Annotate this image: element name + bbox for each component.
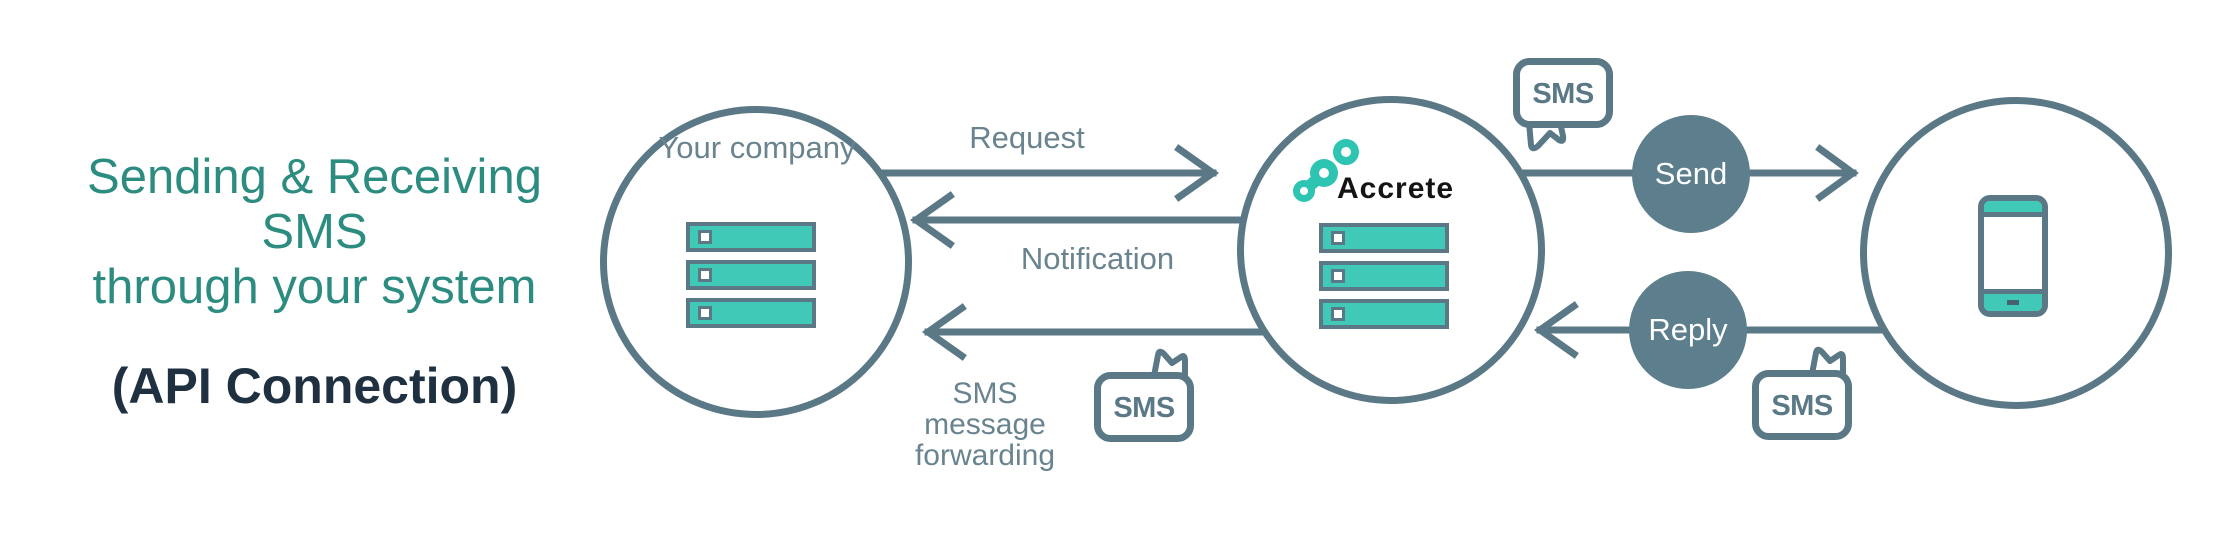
title-line-3: through your system [92, 260, 537, 314]
send-badge: Send [1632, 115, 1750, 233]
title-block: Sending & Receiving SMS through your sys… [22, 150, 607, 413]
sms-forwarding-label: SMS message forwarding [885, 378, 1085, 471]
server-bar [686, 260, 816, 290]
accrete-brand: Accrete [1337, 172, 1455, 205]
server-bar [1319, 261, 1449, 291]
server-bar [686, 222, 816, 252]
smartphone-home-button [2007, 300, 2019, 305]
smartphone-bottom-bar [1984, 289, 2042, 311]
server-led [1331, 269, 1345, 283]
server-bar [1319, 223, 1449, 253]
notification-arrow [909, 191, 1247, 249]
sms-forwarding-label-line: forwarding [914, 439, 1056, 472]
company-label: Your company [658, 130, 856, 165]
server-led [1331, 307, 1345, 321]
request-arrow [880, 144, 1220, 202]
smartphone-speaker-bar [1984, 201, 2042, 217]
notification-label: Notification [1020, 241, 1175, 276]
accrete-logo-icon [1293, 139, 1359, 202]
sms-bubble-icon-reply: SMS [1752, 346, 1852, 440]
subtitle: (API Connection) [111, 358, 518, 414]
reply-badge: Reply [1629, 271, 1747, 389]
server-bar [1319, 299, 1449, 329]
server-led [698, 230, 712, 244]
title-line-1: Sending & Receiving [87, 150, 542, 204]
sms-bubble-label: SMS [1771, 390, 1833, 422]
sms-bubble-icon-forwarding: SMS [1094, 348, 1194, 442]
sms-bubble-label: SMS [1532, 78, 1594, 110]
smartphone-icon [1978, 195, 2048, 317]
server-led [1331, 231, 1345, 245]
server-led [698, 306, 712, 320]
sms-forwarding-label-line: message [924, 408, 1046, 441]
server-stack-icon [686, 222, 816, 328]
server-led [698, 268, 712, 282]
sms-bubble-label: SMS [1113, 392, 1175, 424]
request-label: Request [969, 120, 1085, 155]
title-line-2: SMS [261, 205, 368, 259]
sms-bubble-icon-top: SMS [1513, 58, 1613, 152]
server-bar [686, 298, 816, 328]
smartphone-screen [1984, 217, 2042, 289]
sms-forwarding-label-line: SMS [952, 377, 1018, 410]
server-stack-icon [1319, 223, 1449, 329]
